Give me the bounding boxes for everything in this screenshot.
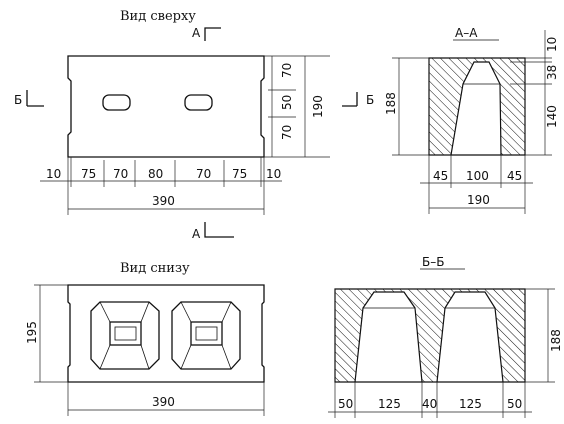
aa-height: 188: [384, 92, 398, 115]
top-seg-6: 75: [232, 167, 247, 181]
section-bb-title: Б–Б: [422, 255, 444, 269]
top-view-title: Вид сверху: [120, 9, 196, 24]
top-seg-2: 75: [81, 167, 96, 181]
aa-bottom-part-2: 100: [466, 169, 489, 183]
bottom-total-width: 390: [152, 395, 175, 409]
aa-bottom-part-3: 45: [507, 169, 522, 183]
top-seg-5: 70: [196, 167, 211, 181]
aa-right-part-2: 38: [545, 65, 559, 80]
section-bb: Б–Б 188 50 125 40 125 50: [328, 255, 563, 418]
top-seg-1: 10: [46, 167, 61, 181]
section-b-marker-left: Б: [14, 93, 22, 107]
section-a-arrow-bottom: [204, 222, 234, 238]
bb-height: 188: [549, 329, 563, 352]
bottom-view-cavity-left: [90, 301, 160, 370]
section-b-arrow-left: [26, 90, 44, 107]
section-b-marker-aa: Б: [366, 93, 374, 107]
section-a-arrow-top: [204, 27, 221, 41]
top-height-part-2: 50: [280, 95, 294, 110]
bottom-view-title: Вид снизу: [120, 261, 190, 276]
top-total-width: 390: [152, 194, 175, 208]
top-seg-7: 10: [266, 167, 281, 181]
bb-bottom-part-3: 40: [422, 397, 437, 411]
aa-total-width: 190: [467, 193, 490, 207]
top-height-total: 190: [311, 95, 325, 118]
section-aa-title: А–А: [455, 26, 478, 40]
top-view-slot-right: [184, 94, 213, 111]
bb-bottom-part-2: 125: [378, 397, 401, 411]
top-seg-4: 80: [148, 167, 163, 181]
section-bb-body: [334, 288, 526, 383]
bb-bottom-part-4: 125: [459, 397, 482, 411]
section-b-arrow-aa: [342, 92, 358, 107]
bb-bottom-part-1: 50: [338, 397, 353, 411]
bb-bottom-part-5: 50: [507, 397, 522, 411]
section-aa-body: [428, 57, 526, 156]
bottom-view-block-outline: [67, 284, 265, 383]
top-view: Вид сверху А Б 70 50 70 190 10 7: [14, 9, 330, 241]
bottom-view: Вид снизу 195 3: [25, 261, 265, 416]
top-view-block-outline: [67, 55, 265, 158]
bottom-height: 195: [25, 321, 39, 344]
top-height-part-1: 70: [280, 63, 294, 78]
top-seg-3: 70: [113, 167, 128, 181]
section-a-marker-top: А: [192, 26, 201, 40]
section-aa: А–А Б 188 10 38 140 45 100 45 190: [342, 26, 559, 214]
aa-right-part-1: 10: [545, 37, 559, 52]
top-view-slot-left: [102, 94, 131, 111]
top-height-part-3: 70: [280, 125, 294, 140]
section-a-marker-bottom: А: [192, 227, 201, 241]
aa-bottom-part-1: 45: [433, 169, 448, 183]
bottom-view-cavity-right: [171, 301, 241, 370]
aa-right-part-3: 140: [545, 105, 559, 128]
